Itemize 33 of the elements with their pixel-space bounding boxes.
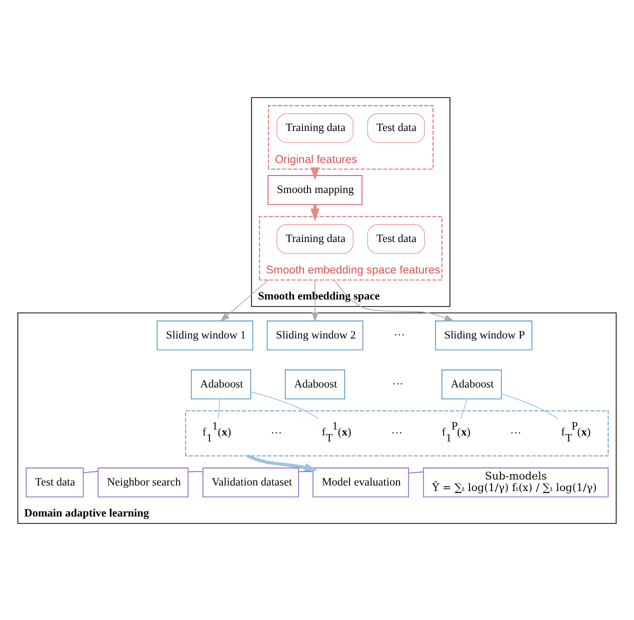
connector bbox=[408, 471, 424, 474]
label: ··· bbox=[394, 328, 405, 341]
label: ··· bbox=[270, 426, 282, 439]
node-box: Training data bbox=[276, 224, 354, 254]
node-box: Adaboost bbox=[190, 369, 252, 399]
connector bbox=[250, 390, 320, 419]
connector bbox=[188, 470, 204, 472]
node-box: Adaboost bbox=[442, 369, 502, 399]
node-box: Training data bbox=[276, 112, 354, 143]
node-box: Neighbor search bbox=[98, 467, 188, 497]
node-box: Test data bbox=[367, 112, 426, 143]
node-box: Test data bbox=[26, 467, 84, 497]
node-box: Validation dataset bbox=[202, 467, 299, 497]
node-box: Model evaluation bbox=[312, 467, 409, 497]
connector bbox=[218, 398, 220, 419]
connector bbox=[460, 398, 468, 419]
arrow bbox=[312, 279, 318, 322]
node-box: Test data bbox=[367, 224, 426, 254]
label: ··· bbox=[392, 378, 404, 390]
arrow bbox=[334, 279, 454, 321]
node-box: Adaboost bbox=[284, 369, 346, 399]
cluster bbox=[185, 410, 609, 456]
label: ··· bbox=[391, 426, 403, 439]
label: ··· bbox=[510, 426, 522, 439]
connector bbox=[501, 392, 558, 419]
node-box: Sliding window P bbox=[435, 320, 532, 350]
node-box: Sliding window 2 bbox=[266, 320, 364, 350]
node-box: Smooth mapping bbox=[268, 174, 362, 204]
node-box: Sliding window 1 bbox=[156, 320, 254, 350]
node-box: Sub-models Ŷ = ∑ₜ log(1/γ) fₜ(x) / ∑ₜ log(1/γ) bbox=[423, 467, 609, 497]
connector bbox=[298, 470, 314, 472]
connector bbox=[82, 470, 98, 473]
arrow bbox=[220, 279, 269, 322]
